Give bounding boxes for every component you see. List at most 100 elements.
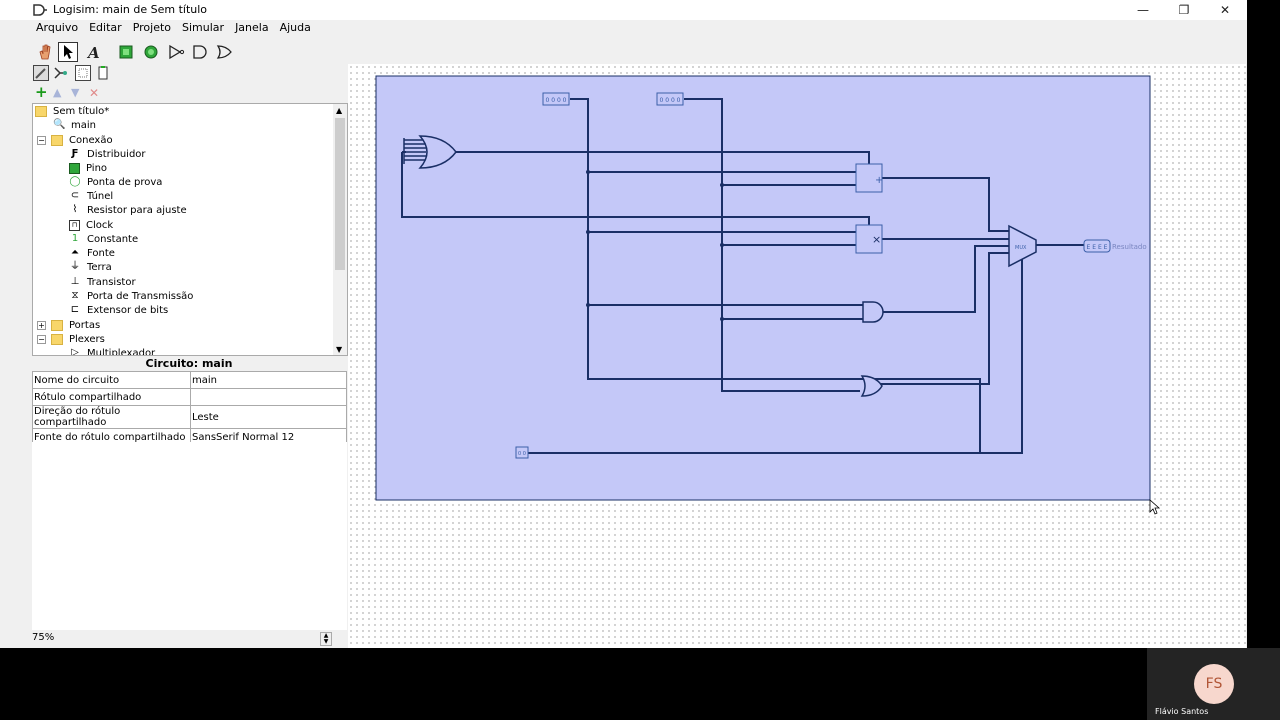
and-gate-icon[interactable] — [190, 42, 210, 62]
select-arrow-icon[interactable] — [58, 42, 78, 62]
wire-junctions — [586, 170, 724, 321]
simulation-tree-icon[interactable] — [52, 65, 68, 81]
zoom-spinner-icon[interactable]: ▲▼ — [320, 632, 332, 646]
tree-item-ponta-de-prova[interactable]: ◯Ponta de prova — [69, 176, 163, 188]
presenter-name: Flávio Santos — [1155, 707, 1209, 716]
menu-projeto[interactable]: Projeto — [132, 21, 172, 34]
ground-icon: ⏚ — [70, 261, 80, 272]
tree-item-clock[interactable]: ⊓Clock — [69, 219, 113, 233]
edit-appearance-icon[interactable] — [95, 65, 111, 81]
tree-item-terra[interactable]: ⏚Terra — [70, 261, 112, 273]
hand-poke-icon[interactable] — [35, 42, 55, 62]
transmission-gate-icon: ⧖ — [71, 290, 79, 301]
pin-icon — [69, 162, 80, 174]
menu-simular[interactable]: Simular — [182, 21, 225, 34]
maximize-button[interactable]: ❐ — [1178, 3, 1190, 17]
zoom-field[interactable]: 75% — [32, 632, 55, 643]
properties-title: Circuito: main — [145, 357, 233, 370]
property-value[interactable]: Leste — [190, 405, 347, 429]
and-gate[interactable] — [862, 301, 884, 323]
tree-item-transistor[interactable]: ⊥Transistor — [70, 276, 136, 288]
input-a-value: 0 0 0 0 — [546, 97, 567, 104]
move-up-icon[interactable]: ▲ — [53, 86, 62, 99]
menu-ajuda[interactable]: Ajuda — [279, 21, 311, 34]
text-tool-icon[interactable]: A — [84, 42, 104, 62]
tree-item-fonte[interactable]: ⏶Fonte — [71, 247, 115, 259]
tree-item-pino[interactable]: Pino — [69, 162, 107, 176]
input-pin-b[interactable]: 0 0 0 0 — [656, 92, 684, 106]
tree-item-porta-transmissao[interactable]: ⧖Porta de Transmissão — [69, 290, 193, 304]
tree-folder-conexao[interactable]: −Conexão — [37, 134, 113, 146]
window-title: Logisim: main de Sem título — [53, 3, 208, 16]
constant-icon: 1 — [71, 233, 79, 244]
wires — [401, 98, 1084, 454]
not-gate-icon[interactable] — [166, 42, 186, 62]
menu-bar: Arquivo Editar Projeto Simular Janela Ajuda — [32, 21, 318, 37]
tree-project-root[interactable]: Sem título* — [35, 105, 109, 119]
svg-text:A: A — [86, 44, 100, 62]
tree-item-multiplexador[interactable]: ▷Multiplexador — [69, 347, 155, 355]
presenter-avatar: FS — [1194, 664, 1234, 704]
edit-layout-icon[interactable] — [75, 65, 91, 81]
magnifier-icon: 🔍 — [53, 119, 66, 130]
tree-item-resistor[interactable]: ⌇Resistor para ajuste — [69, 204, 187, 218]
circuit-canvas[interactable]: 0 0 0 0 0 0 0 0 0 0 + — [348, 64, 1246, 648]
or-gate-multi-input[interactable] — [403, 135, 457, 169]
property-value[interactable] — [190, 388, 347, 406]
selection-rectangle — [375, 75, 1151, 501]
toolbox-view-icon[interactable] — [33, 65, 49, 81]
expand-icon[interactable]: + — [37, 320, 46, 330]
tree-scroll-thumb[interactable] — [335, 118, 345, 270]
select-pin[interactable]: 0 0 — [515, 446, 529, 459]
close-button[interactable]: ✕ — [1219, 3, 1231, 17]
tree-item-tunel[interactable]: ⊂Túnel — [70, 190, 114, 202]
collapse-icon[interactable]: − — [37, 135, 46, 145]
tree-item-extensor-bits[interactable]: ⊏Extensor de bits — [70, 304, 169, 316]
mouse-cursor-icon — [1149, 499, 1161, 515]
menu-editar[interactable]: Editar — [89, 21, 122, 34]
select-value: 0 0 — [518, 451, 526, 457]
property-value[interactable]: main — [190, 371, 347, 389]
menu-arquivo[interactable]: Arquivo — [36, 21, 79, 34]
tree-scrollbar[interactable]: ▲ ▼ — [333, 104, 347, 355]
screen-bottom — [0, 648, 1280, 720]
tree-folder-plexers[interactable]: −Plexers — [37, 333, 105, 345]
scroll-up-icon[interactable]: ▲ — [336, 106, 343, 115]
transistor-icon: ⊥ — [70, 276, 80, 287]
folder-icon — [51, 319, 63, 331]
minimize-button[interactable]: — — [1137, 3, 1149, 17]
bit-extender-icon: ⊏ — [70, 304, 80, 315]
or-gate[interactable] — [860, 375, 883, 397]
probe-icon: ◯ — [69, 176, 81, 187]
title-bar[interactable]: Logisim: main de Sem título — ❐ ✕ — [0, 0, 1247, 20]
input-pin-icon[interactable] — [116, 42, 136, 62]
input-b-value: 0 0 0 0 — [660, 97, 681, 104]
collapse-icon[interactable]: − — [37, 334, 46, 344]
folder-icon — [51, 333, 63, 345]
add-circuit-icon[interactable]: + — [35, 83, 48, 101]
property-row: Rótulo compartilhado — [32, 388, 347, 406]
mux-label: MUX — [1015, 245, 1027, 251]
move-down-icon[interactable]: ▼ — [71, 86, 80, 99]
output-pin[interactable]: E E E E — [1083, 239, 1111, 253]
adder-component[interactable]: + — [855, 163, 883, 193]
multiplier-component[interactable]: × — [855, 224, 883, 254]
menu-janela[interactable]: Janela — [235, 21, 269, 34]
multiplexer-component[interactable]: MUX — [1008, 224, 1037, 268]
clock-icon: ⊓ — [69, 219, 80, 231]
property-name: Rótulo compartilhado — [32, 388, 191, 406]
property-name: Nome do circuito — [32, 371, 191, 389]
scroll-down-icon[interactable]: ▼ — [336, 345, 343, 354]
circuit-drawing[interactable]: 0 0 0 0 0 0 0 0 0 0 + — [348, 64, 1246, 648]
input-pin-a[interactable]: 0 0 0 0 — [542, 92, 570, 106]
remove-circuit-icon[interactable]: ✕ — [89, 86, 100, 100]
power-icon: ⏶ — [71, 247, 79, 258]
or-gate-icon[interactable] — [214, 42, 234, 62]
output-pin-icon[interactable] — [141, 42, 161, 62]
tree-folder-portas[interactable]: +Portas — [37, 319, 101, 331]
tree-circuit-main[interactable]: 🔍main — [53, 119, 96, 131]
